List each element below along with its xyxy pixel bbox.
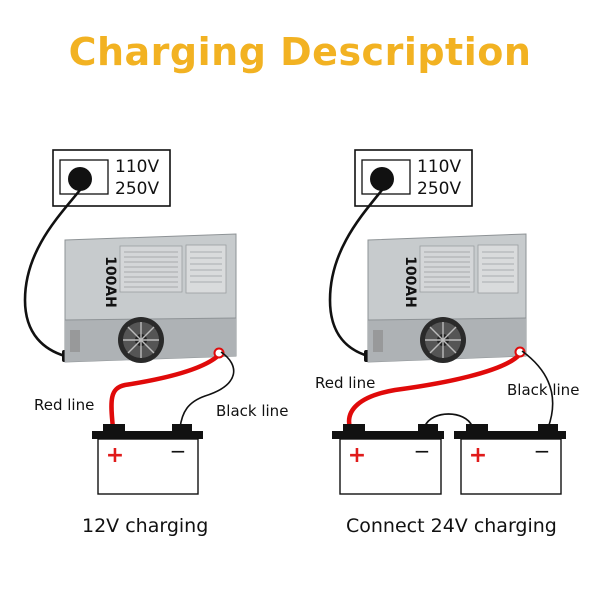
black-wire — [521, 350, 554, 429]
minus-symbol: − — [534, 439, 551, 463]
black-line-label: Black line — [507, 381, 580, 399]
caption-12v: 12V charging — [82, 515, 209, 537]
red-line-label: Red line — [34, 396, 95, 414]
positive-terminal — [466, 424, 488, 433]
charger-capacity-label: 100AH — [401, 256, 418, 308]
spec-label-panel — [119, 245, 183, 293]
negative-terminal — [418, 424, 438, 433]
power-plug-icon — [370, 167, 394, 191]
negative-terminal — [538, 424, 558, 433]
battery-body — [97, 438, 199, 495]
negative-terminal — [172, 424, 192, 433]
charger-unit — [64, 233, 237, 363]
cooling-fan — [420, 317, 466, 363]
page-title: Charging Description — [68, 30, 532, 74]
battery-12v: + − — [92, 424, 203, 495]
red-wire — [346, 351, 523, 431]
voltage-110: 110V — [115, 157, 160, 177]
voltage-250: 250V — [417, 179, 462, 199]
series-jumper-wire — [424, 413, 473, 427]
battery-body — [339, 438, 442, 495]
charger-unit — [367, 233, 527, 363]
plus-symbol: + — [106, 443, 124, 468]
red-line-label: Red line — [315, 374, 376, 392]
minus-symbol: − — [414, 439, 431, 463]
spec-label-panel — [419, 245, 475, 293]
minus-symbol: − — [170, 439, 187, 463]
right-diagram: + − + − — [328, 149, 566, 495]
plus-symbol: + — [469, 443, 487, 468]
voltage-250: 250V — [115, 179, 160, 199]
plus-symbol: + — [348, 443, 366, 468]
black-wire — [179, 351, 235, 429]
power-plug-icon — [68, 167, 92, 191]
caption-24v: Connect 24V charging — [346, 515, 557, 537]
black-line-label: Black line — [216, 402, 289, 420]
cooling-fan — [118, 317, 164, 363]
power-cord — [23, 189, 82, 358]
red-wire — [109, 352, 222, 431]
positive-terminal — [343, 424, 365, 433]
battery-1: + − — [332, 424, 444, 495]
battery-2: + − — [454, 424, 566, 495]
charger-capacity-label: 100AH — [101, 256, 118, 308]
positive-terminal — [103, 424, 125, 433]
battery-body — [460, 438, 562, 495]
left-diagram: + − — [23, 149, 237, 495]
voltage-110: 110V — [417, 157, 462, 177]
power-cord — [328, 189, 384, 358]
